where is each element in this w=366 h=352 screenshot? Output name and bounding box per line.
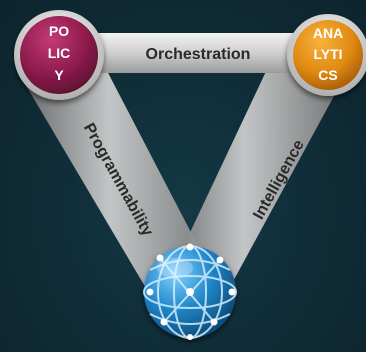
analytics-node: ANA LYTI CS [287, 14, 366, 96]
analytics-label-line-3: CS [318, 67, 337, 83]
policy-label-line-2: LIC [48, 45, 71, 61]
network-globe-icon [143, 243, 237, 340]
analytics-label-line-1: ANA [313, 25, 343, 41]
policy-node: PO LIC Y [14, 10, 104, 100]
policy-label-line-1: PO [49, 23, 69, 39]
analytics-label-line-2: LYTI [313, 46, 342, 62]
policy-label-line-3: Y [54, 67, 64, 83]
band-label-orchestration: Orchestration [146, 46, 251, 63]
